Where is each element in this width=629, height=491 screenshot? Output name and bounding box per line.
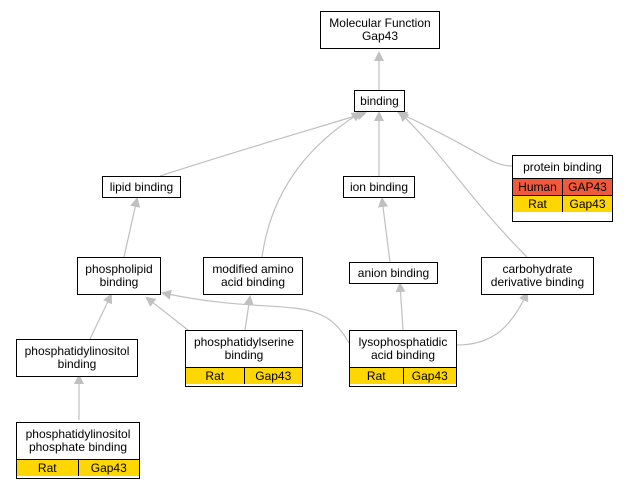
gene-cell: Gap43	[402, 368, 457, 384]
node-label: ion binding	[349, 179, 409, 194]
edge-lpa-to-carb	[456, 291, 529, 346]
species-cell: Human	[518, 180, 557, 194]
node-protein-binding[interactable]: protein binding Human GAP43 Rat Gap43	[512, 155, 613, 222]
edge-lpa-to-anion	[395, 282, 406, 331]
node-label: phosphatidylinositol phosphate binding	[25, 427, 131, 454]
node-molecular-function[interactable]: Molecular Function Gap43	[320, 11, 440, 49]
edge-protein-to-binding	[397, 111, 513, 167]
edge-phospholipid-to-lipid	[123, 197, 141, 258]
node-carbohydrate-derivative-binding[interactable]: carbohydrate derivative binding	[481, 257, 594, 295]
edge-anion-to-ion	[378, 197, 391, 263]
node-label: phosphatidylinositol binding	[24, 344, 130, 371]
edge-ps-to-phospholipid	[145, 296, 189, 331]
species-cell: Rat	[366, 369, 386, 383]
edge-lipid-to-binding	[159, 110, 367, 177]
node-phosphatidylserine-binding[interactable]: phosphatidylserine binding Rat Gap43	[185, 330, 303, 387]
species-cell: Rat	[205, 369, 225, 383]
gene-cell: Gap43	[243, 368, 303, 384]
node-label: modified amino acid binding	[212, 262, 294, 289]
node-anion-binding[interactable]: anion binding	[349, 262, 438, 284]
gene-cell: Gap43	[562, 196, 612, 212]
annotation-row-rat: Rat Gap43	[186, 367, 302, 384]
annotation-row-rat: Rat Gap43	[513, 195, 612, 212]
node-label: binding	[360, 93, 399, 108]
node-label: lysophosphatidic acid binding	[358, 335, 448, 362]
node-label: phospholipid binding	[85, 262, 153, 289]
edge-carb-to-binding	[398, 111, 528, 258]
node-label: protein binding	[523, 159, 602, 174]
node-label: phosphatidylserine binding	[193, 335, 295, 362]
node-lipid-binding[interactable]: lipid binding	[102, 176, 181, 198]
node-ion-binding[interactable]: ion binding	[343, 176, 415, 198]
annotation-row-human: Human GAP43	[513, 178, 612, 195]
edge-pi-to-phospholipid	[89, 293, 113, 340]
node-label: Molecular Function Gap43	[329, 16, 431, 43]
annotation-row-rat: Rat Gap43	[350, 367, 456, 384]
node-phosphatidylinositol-binding[interactable]: phosphatidylinositol binding	[16, 339, 138, 377]
species-cell: Rat	[528, 197, 547, 211]
edge-ps-to-modaa	[243, 295, 254, 331]
node-label: lipid binding	[109, 179, 174, 194]
edge-modaa-to-binding	[261, 111, 362, 258]
species-cell: Rat	[37, 461, 57, 475]
edge-lpa-to-phospholipid	[161, 289, 350, 344]
node-modified-amino-acid-binding[interactable]: modified amino acid binding	[203, 257, 303, 295]
node-label: carbohydrate derivative binding	[490, 262, 585, 289]
node-phosphatidylinositol-phosphate-binding[interactable]: phosphatidylinositol phosphate binding R…	[16, 422, 140, 479]
annotation-row-rat: Rat Gap43	[17, 459, 139, 476]
node-label: anion binding	[357, 265, 430, 280]
gene-cell: GAP43	[562, 179, 612, 195]
node-binding[interactable]: binding	[354, 90, 405, 112]
gene-cell: Gap43	[77, 460, 140, 476]
node-phospholipid-binding[interactable]: phospholipid binding	[77, 257, 161, 295]
node-lysophosphatidic-acid-binding[interactable]: lysophosphatidic acid binding Rat Gap43	[349, 330, 457, 387]
